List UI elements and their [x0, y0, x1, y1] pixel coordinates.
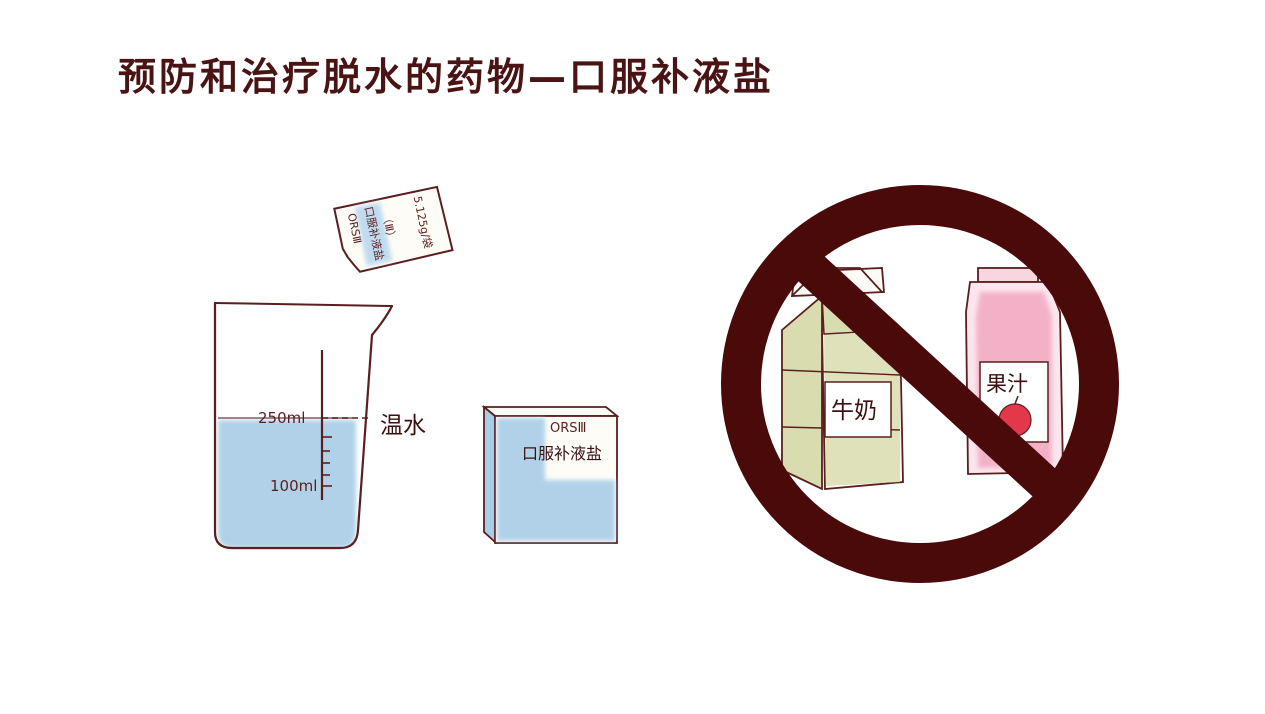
ors-box: ORSⅢ 口服补液盐	[481, 405, 620, 545]
box-name: 口服补液盐	[522, 444, 602, 463]
warm-water-label: 温水	[380, 413, 426, 439]
beaker: 250ml 100ml	[213, 301, 394, 550]
beaker-mark-100: 100ml	[270, 477, 317, 495]
box-brand: ORSⅢ	[550, 421, 586, 436]
ors-sachet: ORSⅢ 口服补液盐 （Ⅲ） 5.125g/袋	[333, 185, 454, 273]
page-title: 预防和治疗脱水的药物—口服补液盐	[118, 55, 775, 99]
juice-label: 果汁	[986, 372, 1028, 396]
prohibition-sign	[721, 185, 1119, 583]
milk-label: 牛奶	[831, 398, 877, 424]
sachet-text-1: ORSⅢ	[345, 212, 364, 245]
beaker-mark-250: 250ml	[258, 409, 305, 427]
sachet-text-3: （Ⅲ）	[379, 212, 398, 244]
